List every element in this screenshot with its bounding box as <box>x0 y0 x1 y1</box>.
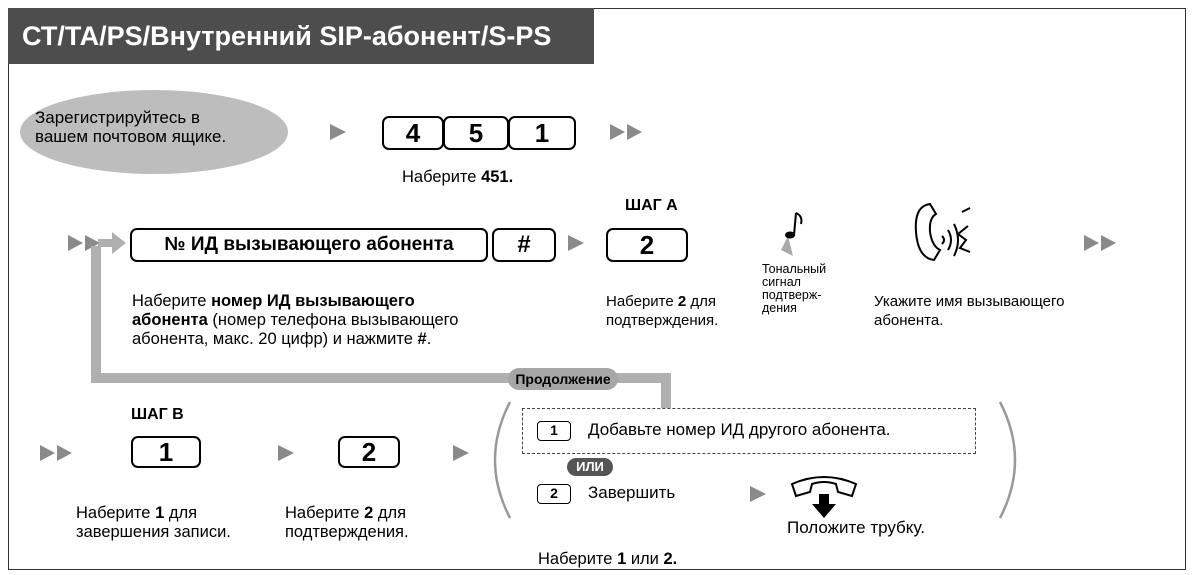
arrow-icon <box>330 124 346 140</box>
diagram-frame <box>8 8 1186 570</box>
hang-up-phone-icon <box>790 476 858 518</box>
arrow-icon <box>453 445 469 461</box>
right-bracket <box>998 401 1017 519</box>
confirm-key: 2 <box>338 436 400 468</box>
arrow-icon <box>278 445 294 461</box>
double-arrow-icon <box>40 445 72 461</box>
caller-id-instruction: Наберите номер ИД вызывающего абонента (… <box>132 292 459 348</box>
music-note-icon <box>781 212 803 256</box>
handset-speaking-icon <box>914 202 971 262</box>
double-arrow-icon <box>68 235 100 251</box>
final-caption: Наберите 1 или 2. <box>538 550 678 568</box>
arrow-icon <box>568 235 584 251</box>
step-b-key: 1 <box>131 436 201 468</box>
login-ellipse <box>20 90 288 174</box>
continue-label: Продолжение <box>508 368 618 390</box>
step-b-label: ШАГ В <box>131 406 184 423</box>
hang-up-caption: Положите трубку. <box>787 518 925 537</box>
step-a-caption: Наберите 2 для подтверждения. <box>606 293 719 329</box>
option-1-box <box>522 408 976 454</box>
step-b-caption: Наберите 1 для завершения записи. <box>76 504 231 541</box>
step-a-key: 2 <box>606 228 688 262</box>
arrow-icon <box>750 486 766 502</box>
dial-451-caption: Наберите 451. <box>402 168 514 186</box>
key-4: 4 <box>382 116 444 150</box>
double-arrow-icon <box>610 124 642 140</box>
left-bracket <box>493 401 512 519</box>
option-1-text: Добавьте номер ИД другого абонента. <box>588 420 891 439</box>
loop-back-path <box>91 232 671 408</box>
or-label: ИЛИ <box>567 458 613 476</box>
option-2-text: Завершить <box>588 483 676 502</box>
key-5: 5 <box>443 116 509 150</box>
step-a-label: ШАГ А <box>625 197 678 214</box>
option-1-key: 1 <box>537 421 571 441</box>
login-instruction: Зарегистрируйтесь в вашем почтовом ящике… <box>35 108 227 146</box>
key-1: 1 <box>508 116 576 150</box>
hash-key: # <box>492 228 556 262</box>
option-2-key: 2 <box>537 484 571 504</box>
confirm-caption: Наберите 2 для подтверждения. <box>285 504 409 541</box>
double-arrow-icon <box>1084 235 1116 251</box>
page-title: СТ/ТА/PS/Внутренний SIP-абонент/S-PS <box>8 8 594 64</box>
caller-id-key: № ИД вызывающего абонента <box>130 228 488 262</box>
